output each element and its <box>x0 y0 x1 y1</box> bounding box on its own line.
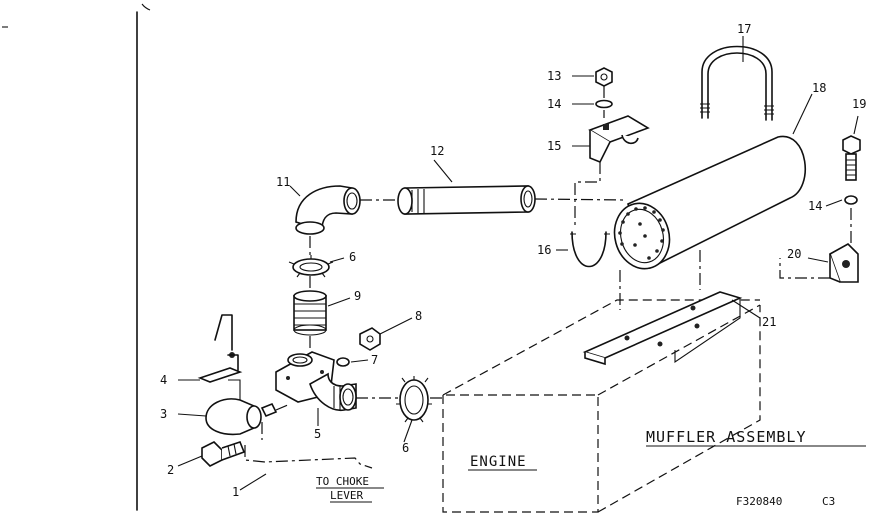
centerline-20 <box>779 258 830 279</box>
plug-8 <box>359 327 381 351</box>
callout-4: 4 <box>160 373 167 387</box>
callout-18: 18 <box>812 81 826 95</box>
callout-12: 12 <box>430 144 444 158</box>
choke-label-line1: TO CHOKE <box>316 475 369 488</box>
callout-15: 15 <box>547 139 561 153</box>
u-bolt-16 <box>570 231 610 268</box>
callout-13: 13 <box>547 69 561 83</box>
figure-code: F320840 <box>736 495 782 508</box>
callout-6-upper: 6 <box>349 250 356 264</box>
callout-5: 5 <box>314 427 321 441</box>
nut-13 <box>595 67 613 87</box>
margin-tick <box>141 3 151 11</box>
diagram-title: MUFFLER ASSEMBLY <box>646 428 807 446</box>
u-bolt <box>700 45 774 121</box>
revision-code: C3 <box>822 495 835 508</box>
gasket-7 <box>336 357 350 367</box>
callout-14-top: 14 <box>547 97 561 111</box>
bracket-plate-21 <box>582 291 743 366</box>
muffler-body <box>613 135 806 270</box>
callout-1: 1 <box>232 485 239 499</box>
callout-21: 21 <box>762 315 776 329</box>
callout-19: 19 <box>852 97 866 111</box>
engine-label: ENGINE <box>470 454 527 470</box>
choke-label-line2: LEVER <box>330 489 363 502</box>
centerline-stove <box>261 403 291 440</box>
callout-20: 20 <box>787 247 801 261</box>
elbow-11 <box>295 185 361 235</box>
clamp-ring-6-lower <box>396 376 432 423</box>
callout-8: 8 <box>415 309 422 323</box>
centerline-pipe <box>360 198 626 201</box>
washer-14-top <box>595 99 613 109</box>
callout-17: 17 <box>737 22 751 36</box>
engine-block: ENGINE <box>442 299 761 513</box>
callout-9: 9 <box>354 289 361 303</box>
choke-rod <box>244 445 373 469</box>
washer-14-right <box>844 195 858 205</box>
callout-numbers: 17 18 19 13 14 15 16 14 20 21 12 11 6 9 … <box>160 22 866 499</box>
callout-16: 16 <box>537 243 551 257</box>
sleeve-9 <box>293 290 327 336</box>
centerline-muffler-down <box>619 250 701 310</box>
callout-6-lower: 6 <box>402 441 409 455</box>
callout-14-right: 14 <box>808 199 822 213</box>
choke-linkage-4 <box>197 314 243 383</box>
exhaust-pipe-12 <box>397 185 536 215</box>
callout-7: 7 <box>371 353 378 367</box>
callout-2: 2 <box>167 463 174 477</box>
choke-label: TO CHOKE LEVER <box>316 475 384 503</box>
leader-lines <box>177 36 859 491</box>
heat-stove-3 <box>205 379 278 436</box>
clamp-15 <box>588 115 650 164</box>
screw-2 <box>201 441 246 467</box>
centerline-13 <box>574 86 605 226</box>
exhaust-manifold-5 <box>275 351 357 411</box>
callout-3: 3 <box>160 407 167 421</box>
bolt-19 <box>842 135 861 181</box>
bracket-20 <box>829 243 859 283</box>
clamp-ring-6-upper <box>288 255 334 278</box>
callout-11: 11 <box>276 175 290 189</box>
